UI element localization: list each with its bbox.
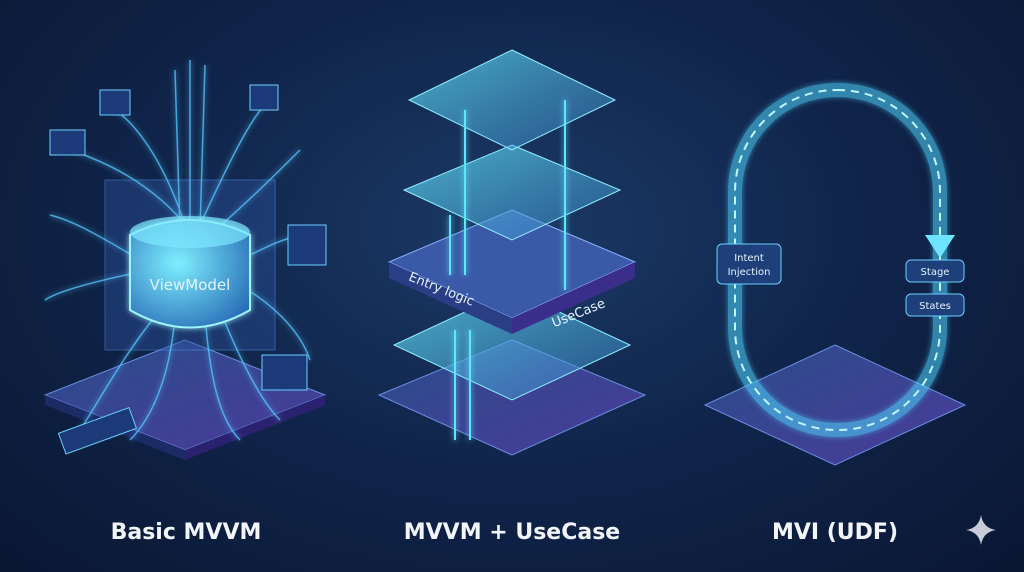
down-arrow (925, 235, 955, 258)
code-card (49, 129, 86, 156)
stage-node: Stage (905, 259, 965, 283)
flow-arrows (449, 100, 566, 440)
caption-mvi-udf: MVI (UDF) (771, 520, 899, 545)
mvi-udf-illustration: Intent Injection Stage States (703, 83, 967, 466)
intent-injection-node: Intent Injection (716, 243, 782, 285)
viewmodel-label: ViewModel (150, 276, 231, 294)
states-node: States (905, 293, 965, 317)
svg-text:Injection: Injection (728, 267, 771, 278)
wires (44, 60, 321, 441)
top-layer (407, 49, 617, 151)
code-card (99, 89, 131, 116)
data-strip (57, 407, 138, 455)
svg-text:Intent: Intent (734, 253, 764, 264)
lower-layer (392, 289, 632, 401)
svg-text:States: States (919, 301, 951, 312)
basic-mvvm-illustration: ViewModel (43, 60, 327, 460)
code-card (249, 84, 279, 111)
middle-layer (402, 144, 622, 241)
caption-basic-mvvm: Basic MVVM (110, 520, 262, 545)
caption-mvvm-usecase: MVVM + UseCase (403, 520, 621, 545)
mvvm-usecase-illustration: Entry logic UseCase (377, 49, 647, 456)
svg-text:Stage: Stage (921, 267, 950, 278)
code-card (261, 354, 308, 391)
sparkle-icon (966, 515, 996, 545)
code-card (287, 224, 327, 266)
